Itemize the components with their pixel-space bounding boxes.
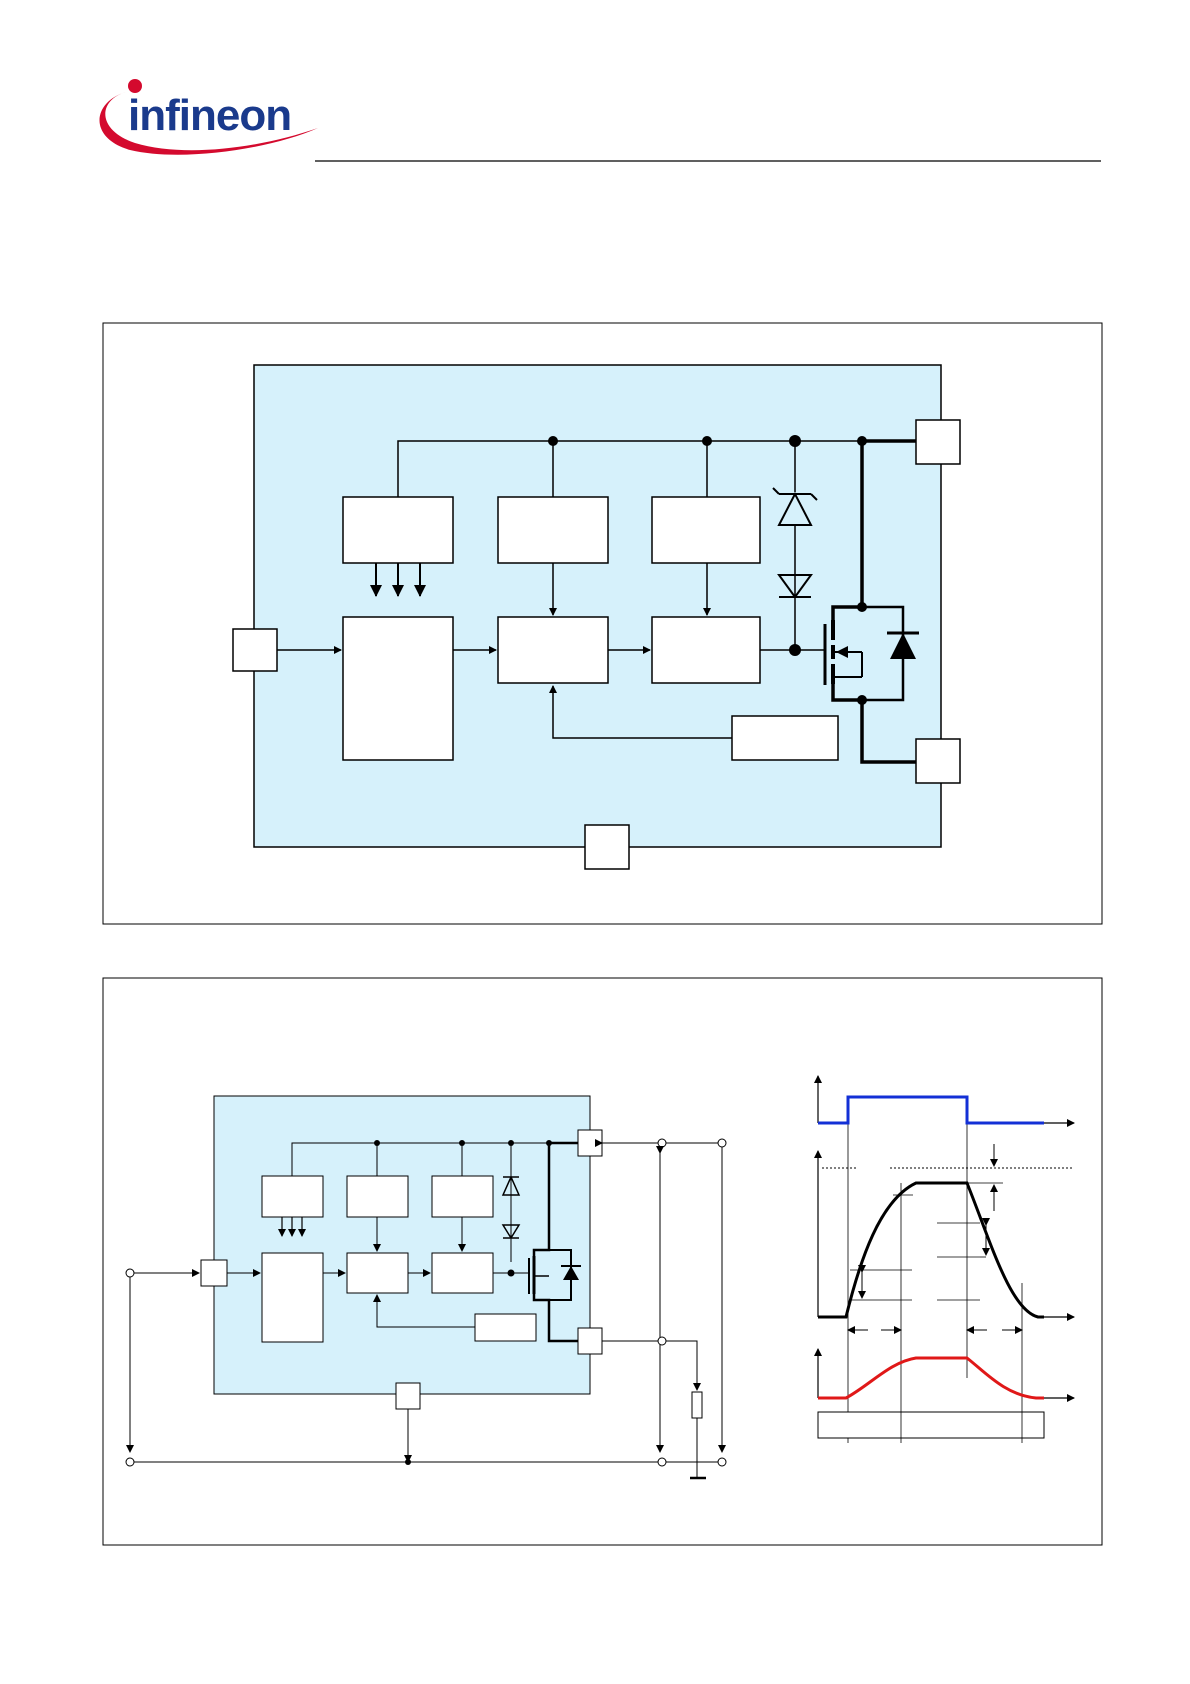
figure-block-diagram xyxy=(102,322,1103,925)
terminal-out xyxy=(657,1336,667,1346)
mosfet-arrow-icon xyxy=(836,646,848,658)
output-voltage-trace xyxy=(818,1181,1044,1319)
pin-in xyxy=(232,628,278,672)
block-current-limit xyxy=(474,1313,537,1342)
block-logic xyxy=(342,616,454,761)
timing-diagram xyxy=(814,1075,1075,1443)
junction xyxy=(548,436,558,446)
pin-vbb xyxy=(915,419,961,465)
mosfet-icon xyxy=(528,1256,549,1294)
junction xyxy=(507,1269,515,1277)
block-charge-pump xyxy=(431,1175,494,1218)
terminal-vbb xyxy=(657,1138,667,1148)
block-charge-pump xyxy=(651,496,761,564)
input-signal-trace xyxy=(818,1095,1044,1125)
figure-frame xyxy=(102,977,1103,1546)
junction xyxy=(508,1140,514,1146)
pin-out xyxy=(577,1327,603,1355)
pin-vbb xyxy=(577,1129,603,1157)
diode-icon xyxy=(777,574,813,599)
junction xyxy=(789,435,801,447)
block-gate-driver xyxy=(431,1252,494,1294)
terminal-gnd-right xyxy=(717,1457,727,1467)
power-loss-trace xyxy=(818,1356,1044,1400)
pin-out xyxy=(915,738,961,784)
zener-diode-icon xyxy=(772,487,818,526)
diode-icon xyxy=(501,1224,521,1240)
block-gate-driver xyxy=(651,616,761,684)
wire xyxy=(666,1340,701,1391)
figure-frame xyxy=(102,322,1103,925)
block-protection xyxy=(346,1252,409,1294)
terminal-input xyxy=(125,1268,135,1278)
block-protection xyxy=(497,616,609,684)
block-current-limit xyxy=(731,715,839,761)
block-overtemperature xyxy=(497,496,609,564)
junction xyxy=(459,1140,465,1146)
terminal-gnd-mid xyxy=(657,1457,667,1467)
caption-box xyxy=(817,1411,1045,1439)
block-logic xyxy=(261,1252,324,1343)
terminal-vbb-right xyxy=(717,1138,727,1148)
junction xyxy=(405,1459,411,1465)
logo-dot-icon xyxy=(128,79,142,93)
diode-icon xyxy=(563,1266,579,1280)
block-overtemperature xyxy=(346,1175,409,1218)
current-limit-feedback xyxy=(373,1294,475,1328)
block-voltage-sensor xyxy=(261,1175,324,1218)
logo-wordmark: infineon xyxy=(128,91,291,140)
pin-gnd xyxy=(584,824,630,870)
chip-body-small xyxy=(213,1095,591,1395)
diode-icon xyxy=(890,633,916,659)
pin-gnd xyxy=(395,1382,421,1410)
junction xyxy=(702,436,712,446)
figure-application-diagram xyxy=(102,977,1103,1546)
terminal-gnd-left xyxy=(125,1457,135,1467)
zener-diode-icon xyxy=(501,1175,521,1196)
company-logo: infineon xyxy=(99,79,318,155)
chip-body xyxy=(253,364,942,848)
pin-in xyxy=(200,1259,228,1287)
junction xyxy=(374,1140,380,1146)
load-resistor-icon xyxy=(691,1391,703,1419)
block-voltage-sensor xyxy=(342,496,454,564)
current-limit-feedback xyxy=(549,685,732,739)
